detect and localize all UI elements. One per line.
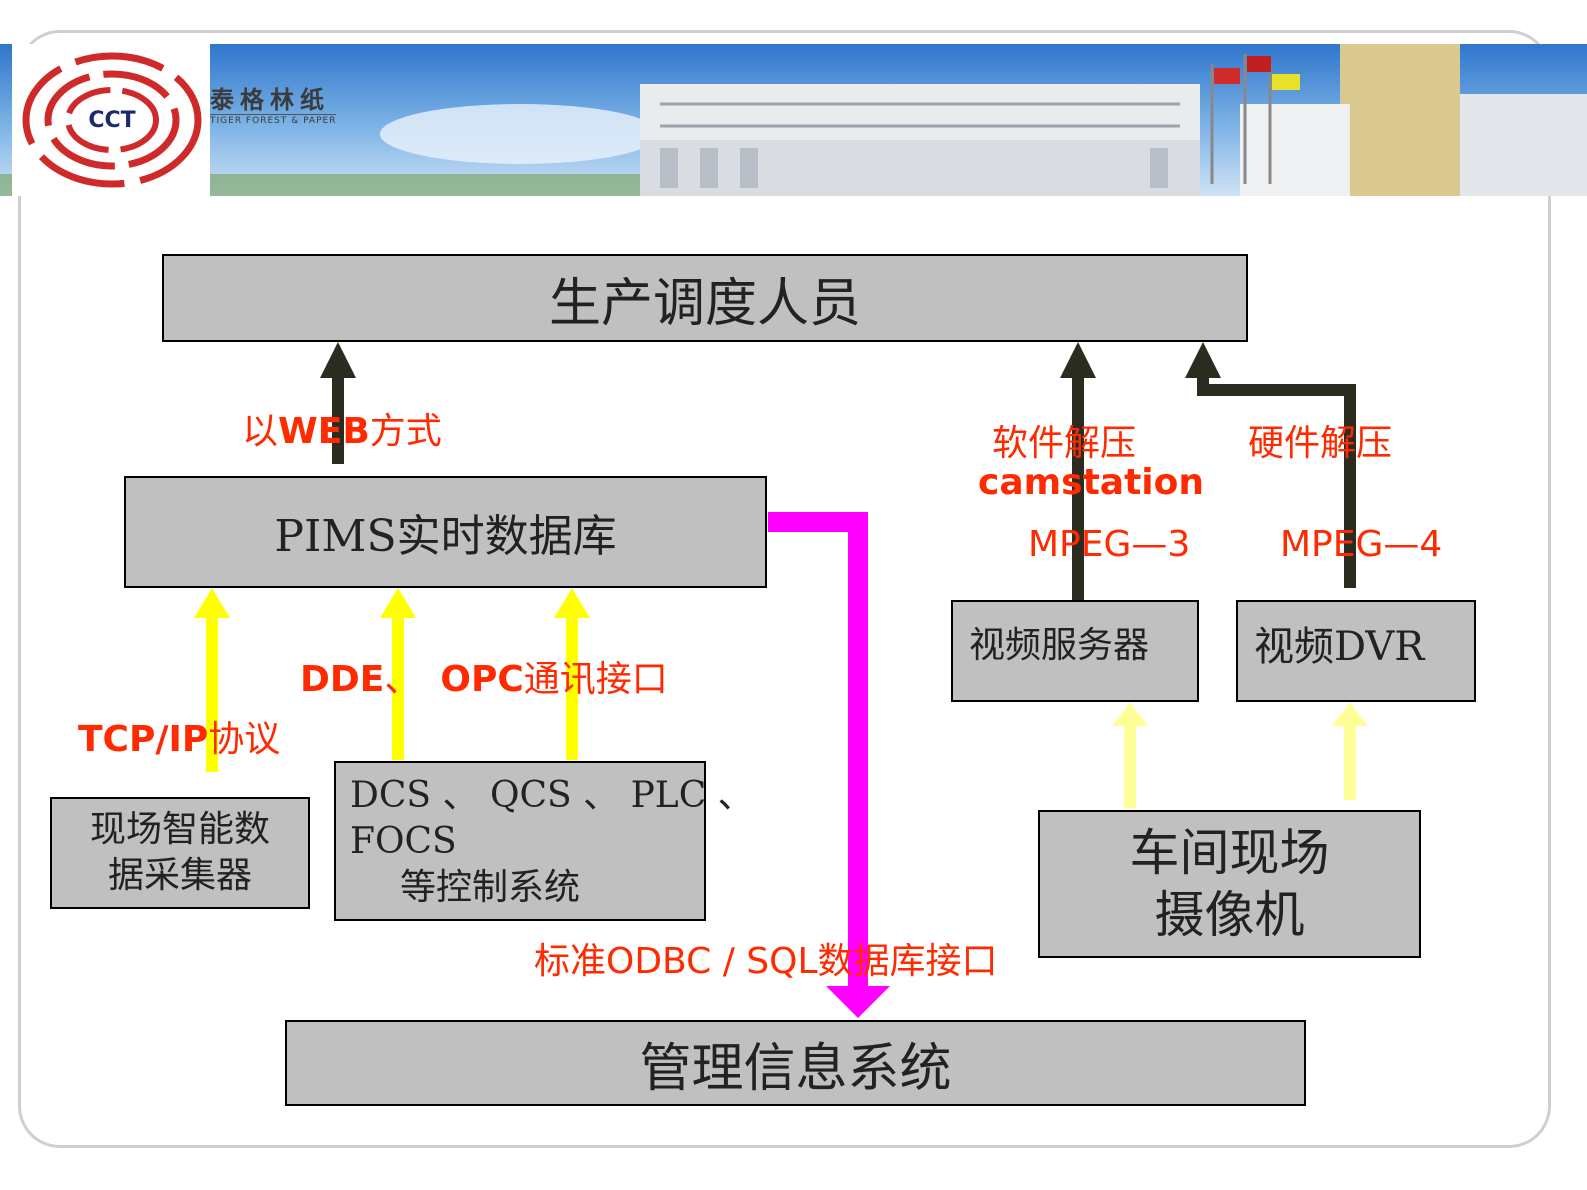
- arrowhead-pims-3: [554, 588, 590, 618]
- label-opc-suffix: 通讯接口: [523, 659, 668, 700]
- node-camera: 车间现场 摄像机: [1038, 810, 1421, 958]
- node-mis-label: 管理信息系统: [639, 1038, 952, 1099]
- label-opc-bold: OPC: [440, 659, 524, 700]
- node-pims: PIMS实时数据库: [124, 476, 767, 588]
- arrowhead-dispatch-mid: [1060, 342, 1096, 378]
- node-video-dvr-label: 视频DVR: [1254, 624, 1425, 670]
- brand-name: 泰格林纸: [210, 85, 330, 114]
- arrowhead-dvr: [1332, 702, 1368, 726]
- brand-subtitle: TIGER FOREST & PAPER: [210, 114, 337, 126]
- node-dispatch-label: 生产调度人员: [548, 273, 861, 334]
- label-dde-opc: DDE、 OPC通讯接口: [300, 650, 668, 702]
- label-web-bold: WEB: [278, 411, 370, 452]
- node-control-systems: DCS 、 QCS 、 PLC 、 FOCS 等控制系统: [334, 761, 754, 921]
- node-control-line1: DCS 、 QCS 、 PLC 、: [350, 775, 754, 816]
- node-pims-label: PIMS实时数据库: [274, 511, 617, 562]
- label-soft-decomp: 软件解压: [992, 423, 1137, 464]
- node-control-line2: FOCS: [350, 821, 457, 862]
- label-mpeg4: MPEG—4: [1280, 524, 1443, 565]
- building-photo: [0, 44, 1587, 196]
- label-web-prefix: 以: [242, 411, 279, 452]
- arrowhead-mis: [826, 986, 890, 1018]
- logo-text: CCT: [88, 108, 135, 133]
- arrow-pims-to-mis: [768, 512, 868, 988]
- logo-container: CCT: [12, 44, 210, 196]
- cct-logo-icon: CCT: [22, 52, 202, 188]
- label-hard-decomp: 硬件解压: [1248, 423, 1393, 464]
- node-field-collector-line2: 据采集器: [107, 855, 252, 896]
- arrow-dvr-to-dispatch: [1197, 374, 1356, 588]
- label-tcpip-suffix: 协议: [208, 719, 281, 760]
- slide-frame: [18, 30, 1551, 1148]
- node-control-line3: 等控制系统: [400, 867, 581, 908]
- node-video-dvr: 视频DVR: [1236, 600, 1476, 702]
- label-tcpip-bold: TCP/IP: [78, 719, 209, 760]
- arrowhead-dispatch-left: [320, 342, 356, 378]
- label-mpeg3: MPEG—3: [1028, 524, 1191, 565]
- arrowhead-videoserver: [1112, 702, 1148, 726]
- label-odbc: 标准ODBC / SQL数据库接口: [534, 941, 998, 982]
- node-video-server-label: 视频服务器: [969, 625, 1150, 666]
- label-web: 以WEB方式: [242, 402, 442, 454]
- arrowhead-pims-2: [380, 588, 416, 618]
- label-dde-bold: DDE: [300, 659, 385, 700]
- node-video-server: 视频服务器: [951, 600, 1199, 702]
- node-mis: 管理信息系统: [285, 1020, 1306, 1106]
- header-banner: [0, 44, 1587, 196]
- node-camera-line1: 车间现场: [1129, 824, 1330, 882]
- label-camstation: camstation: [978, 462, 1204, 503]
- node-field-collector: 现场智能数 据采集器: [50, 797, 310, 909]
- arrowhead-dispatch-right: [1185, 342, 1221, 378]
- label-tcpip: TCP/IP协议: [78, 710, 280, 762]
- node-camera-line2: 摄像机: [1154, 886, 1305, 944]
- node-field-collector-line1: 现场智能数: [89, 809, 270, 850]
- node-dispatch: 生产调度人员: [162, 254, 1248, 342]
- arrowhead-pims-1: [194, 588, 230, 618]
- label-dde-sep: 、: [384, 659, 421, 700]
- label-web-suffix: 方式: [369, 411, 442, 452]
